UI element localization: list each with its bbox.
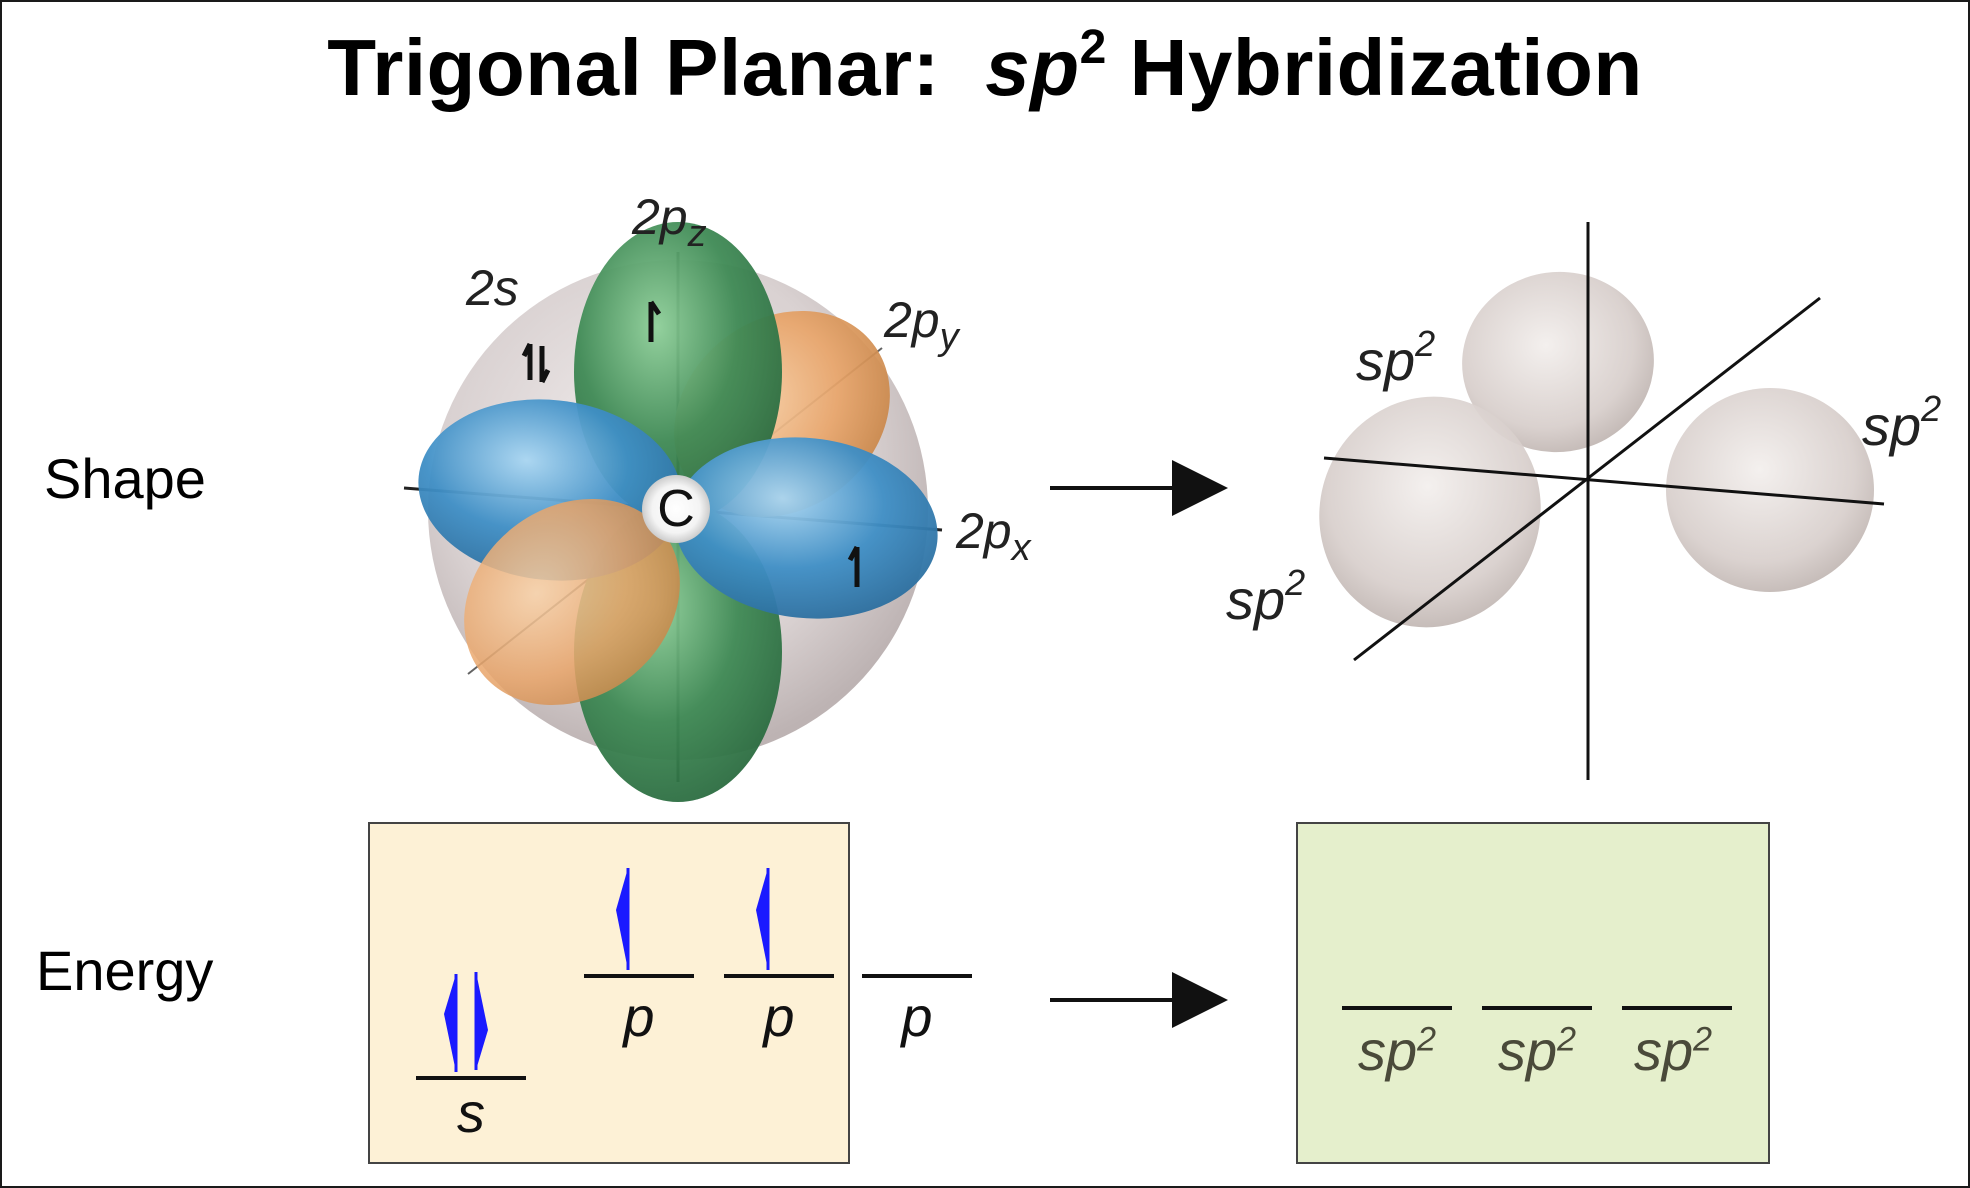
hybrid-label-left: sp2	[1226, 562, 1305, 631]
energy-box-unhybridized	[368, 822, 850, 1164]
sp2-lobe-right	[1666, 388, 1874, 592]
energy-label-sp2-1: sp2	[1332, 1018, 1462, 1083]
slide-title: Trigonal Planar: sp2 Hybridization	[2, 21, 1968, 114]
title-prefix: Trigonal Planar:	[327, 23, 940, 112]
pz-electron-icon	[648, 300, 662, 342]
energy-label-sp2-1-base: sp	[1357, 1019, 1418, 1082]
sp2-lobe-top	[1462, 271, 1654, 453]
row-label-shape: Shape	[44, 447, 206, 510]
label-2pz-sub: z	[687, 213, 707, 255]
label-2py: 2py	[883, 292, 961, 358]
row-label-energy: Energy	[36, 939, 214, 1002]
sp2-hybrid-orbitals: sp2 sp2 sp2	[1226, 222, 1941, 780]
energy-label-sp2-3-base: sp	[1633, 1019, 1694, 1082]
energy-box-hybridized	[1296, 822, 1770, 1164]
energy-level-sp2-1	[1342, 1006, 1452, 1010]
label-2pz-base: 2p	[631, 189, 688, 245]
label-2px-base: 2p	[955, 503, 1012, 559]
hybrid-x-axis	[1323, 456, 1885, 506]
2px-lobe-right	[674, 437, 938, 619]
sp2-lobe-left	[1319, 396, 1541, 628]
energy-label-p2: p	[763, 985, 795, 1048]
energy-label-s: s	[457, 1081, 485, 1144]
energy-level-p2	[724, 974, 834, 978]
electron-up-icon-p1	[616, 868, 630, 970]
carbon-nucleus	[642, 475, 710, 543]
label-2py-base: 2p	[883, 292, 940, 348]
energy-label-sp2-3: sp2	[1608, 1018, 1738, 1083]
energy-level-sp2-3	[1622, 1006, 1732, 1010]
energy-level-sp2-2	[1482, 1006, 1592, 1010]
px-electron-icon	[847, 545, 860, 587]
hybrid-label-top-sup: 2	[1414, 323, 1435, 364]
energy-label-sp2-2: sp2	[1472, 1018, 1602, 1083]
hybrid-y-axis	[1353, 296, 1821, 662]
energy-level-p3	[862, 974, 972, 978]
2s-electron-pair-icon	[521, 342, 551, 384]
label-2py-sub: y	[937, 316, 961, 358]
energy-label-sp2-2-base: sp	[1497, 1019, 1558, 1082]
2py-lobe-front	[464, 498, 680, 706]
hybrid-label-right-sup: 2	[1920, 388, 1941, 429]
hybrid-label-left-base: sp	[1226, 568, 1285, 631]
label-2pz: 2pz	[631, 189, 707, 255]
energy-level-s	[416, 1076, 526, 1080]
hybrid-label-right: sp2	[1862, 388, 1941, 457]
electron-up-icon-p2	[756, 868, 770, 970]
energy-label-sp2-2-sup: 2	[1557, 1020, 1577, 1059]
title-italic-sp: sp	[985, 23, 1080, 112]
title-suffix: Hybridization	[1129, 23, 1643, 112]
hybrid-label-top-base: sp	[1356, 329, 1415, 392]
title-superscript: 2	[1079, 21, 1107, 75]
electron-pair-icon	[444, 972, 488, 1072]
energy-label-p1: p	[623, 985, 655, 1048]
unhybridized-orbitals: C 2s 2pz 2py 2px	[403, 189, 1033, 802]
hybrid-label-left-sup: 2	[1284, 562, 1305, 603]
energy-label-sp2-1-sup: 2	[1417, 1020, 1437, 1059]
label-2px: 2px	[955, 503, 1033, 569]
hybrid-label-right-base: sp	[1862, 394, 1921, 457]
label-2s: 2s	[465, 260, 519, 316]
energy-level-p1	[584, 974, 694, 978]
energy-label-p3: p	[901, 985, 933, 1048]
hybrid-label-top: sp2	[1356, 323, 1435, 392]
label-2px-sub: x	[1010, 527, 1033, 569]
carbon-label: C	[657, 480, 695, 538]
energy-label-sp2-3-sup: 2	[1693, 1020, 1713, 1059]
